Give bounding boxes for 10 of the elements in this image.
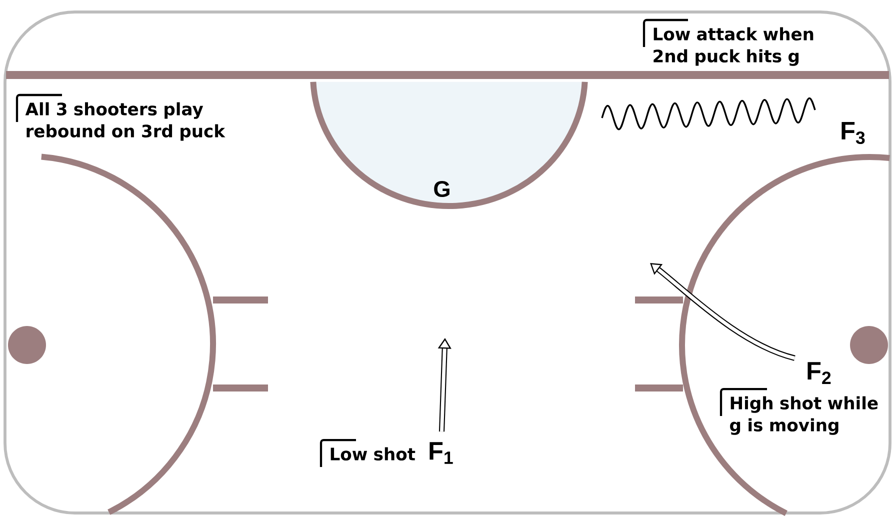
player-label: F$_{2}$ bbox=[808, 362, 831, 384]
player-label: F$_{1}$ bbox=[430, 442, 453, 464]
note-text: Low attack when 2nd puck hits g bbox=[642, 18, 814, 66]
player-label: F$_{3}$ bbox=[842, 122, 865, 144]
note-text: High shot while g is moving bbox=[720, 388, 878, 435]
goal-crease: G bbox=[310, 78, 588, 209]
shot-arrow bbox=[650, 263, 796, 361]
wavy-line bbox=[601, 97, 816, 130]
note-text: All 3 shooters play rebound on 3rd puck bbox=[16, 94, 226, 141]
note-text: Low shot bbox=[320, 438, 416, 467]
